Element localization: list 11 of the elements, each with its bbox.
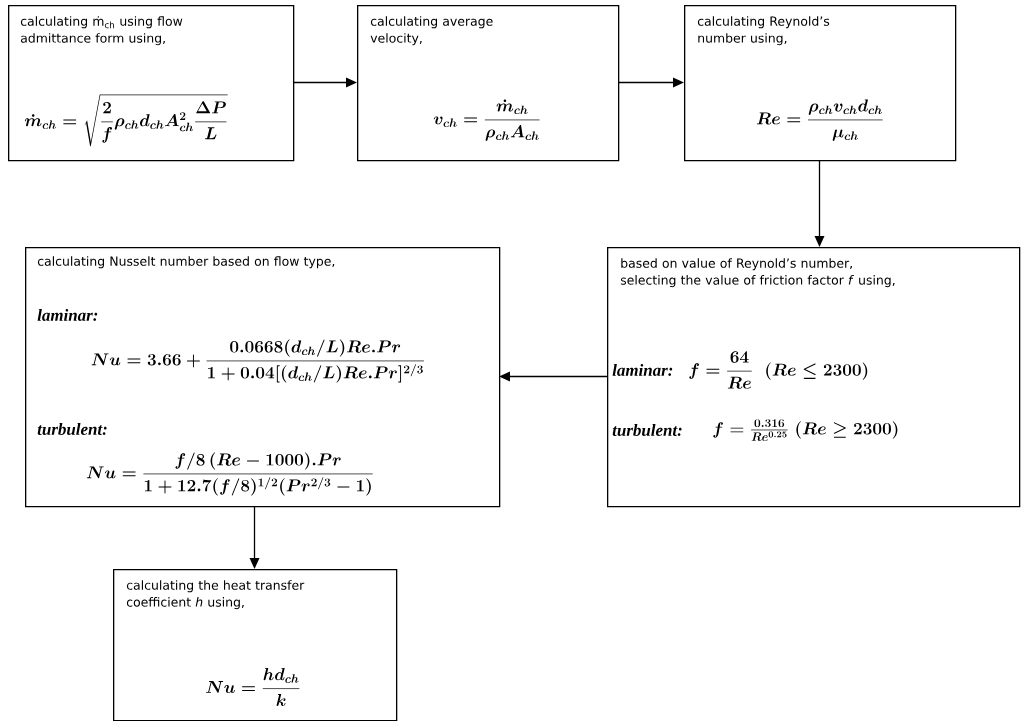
arrow [499,371,608,382]
process-box: calculating Reynold’s number using, $Re=\frac{\rho_{ch}v_{ch}d_{ch}}{\mu_{ch}}$ [684,5,957,162]
process-box: calculating the heat transfer coefficient h using, $Nu=\frac{hd_{ch}}{k}$ [113,569,398,721]
process-box: calculating ṁ$_{ch}$ using flow admittance form using, $\dot{m}_{ch}=\sqrt{\frac{2}{f}\rho_{ch}d_{ch}A_{ch}^{2}\frac{\Delta P}{L}}$ [8,5,295,162]
arrow [292,77,357,88]
process-box: calculating Nusselt number based on flow type, laminar: $Nu=3.66+\frac{0.0668(d_{ch}/L)Re.Pr}{1+0.04[(d_{ch}/L)Re.Pr]^{2/3}}$ turbulent: $Nu=\frac{f/8\,(Re-1000).Pr}{1+12.7(f/8)^{1/2}(Pr^{2/3}-1)}$ [25,247,501,508]
arrow [814,159,825,247]
arrow [617,77,684,88]
process-box: based on value of Reynold’s number, selecting the value of friction factor f using, laminar: $f=\frac{64}{Re}\ \ (Re\leq 2300)$ turbulent: $f=\tfrac{0.316}{Re^{0.25}}\ (Re\geq 2300)$ [607,247,1021,508]
arrow [249,505,260,569]
process-box: calculating average velocity, $v_{ch}=\frac{\dot{m}_{ch}}{\rho_{ch}A_{ch}}$ [357,5,620,162]
